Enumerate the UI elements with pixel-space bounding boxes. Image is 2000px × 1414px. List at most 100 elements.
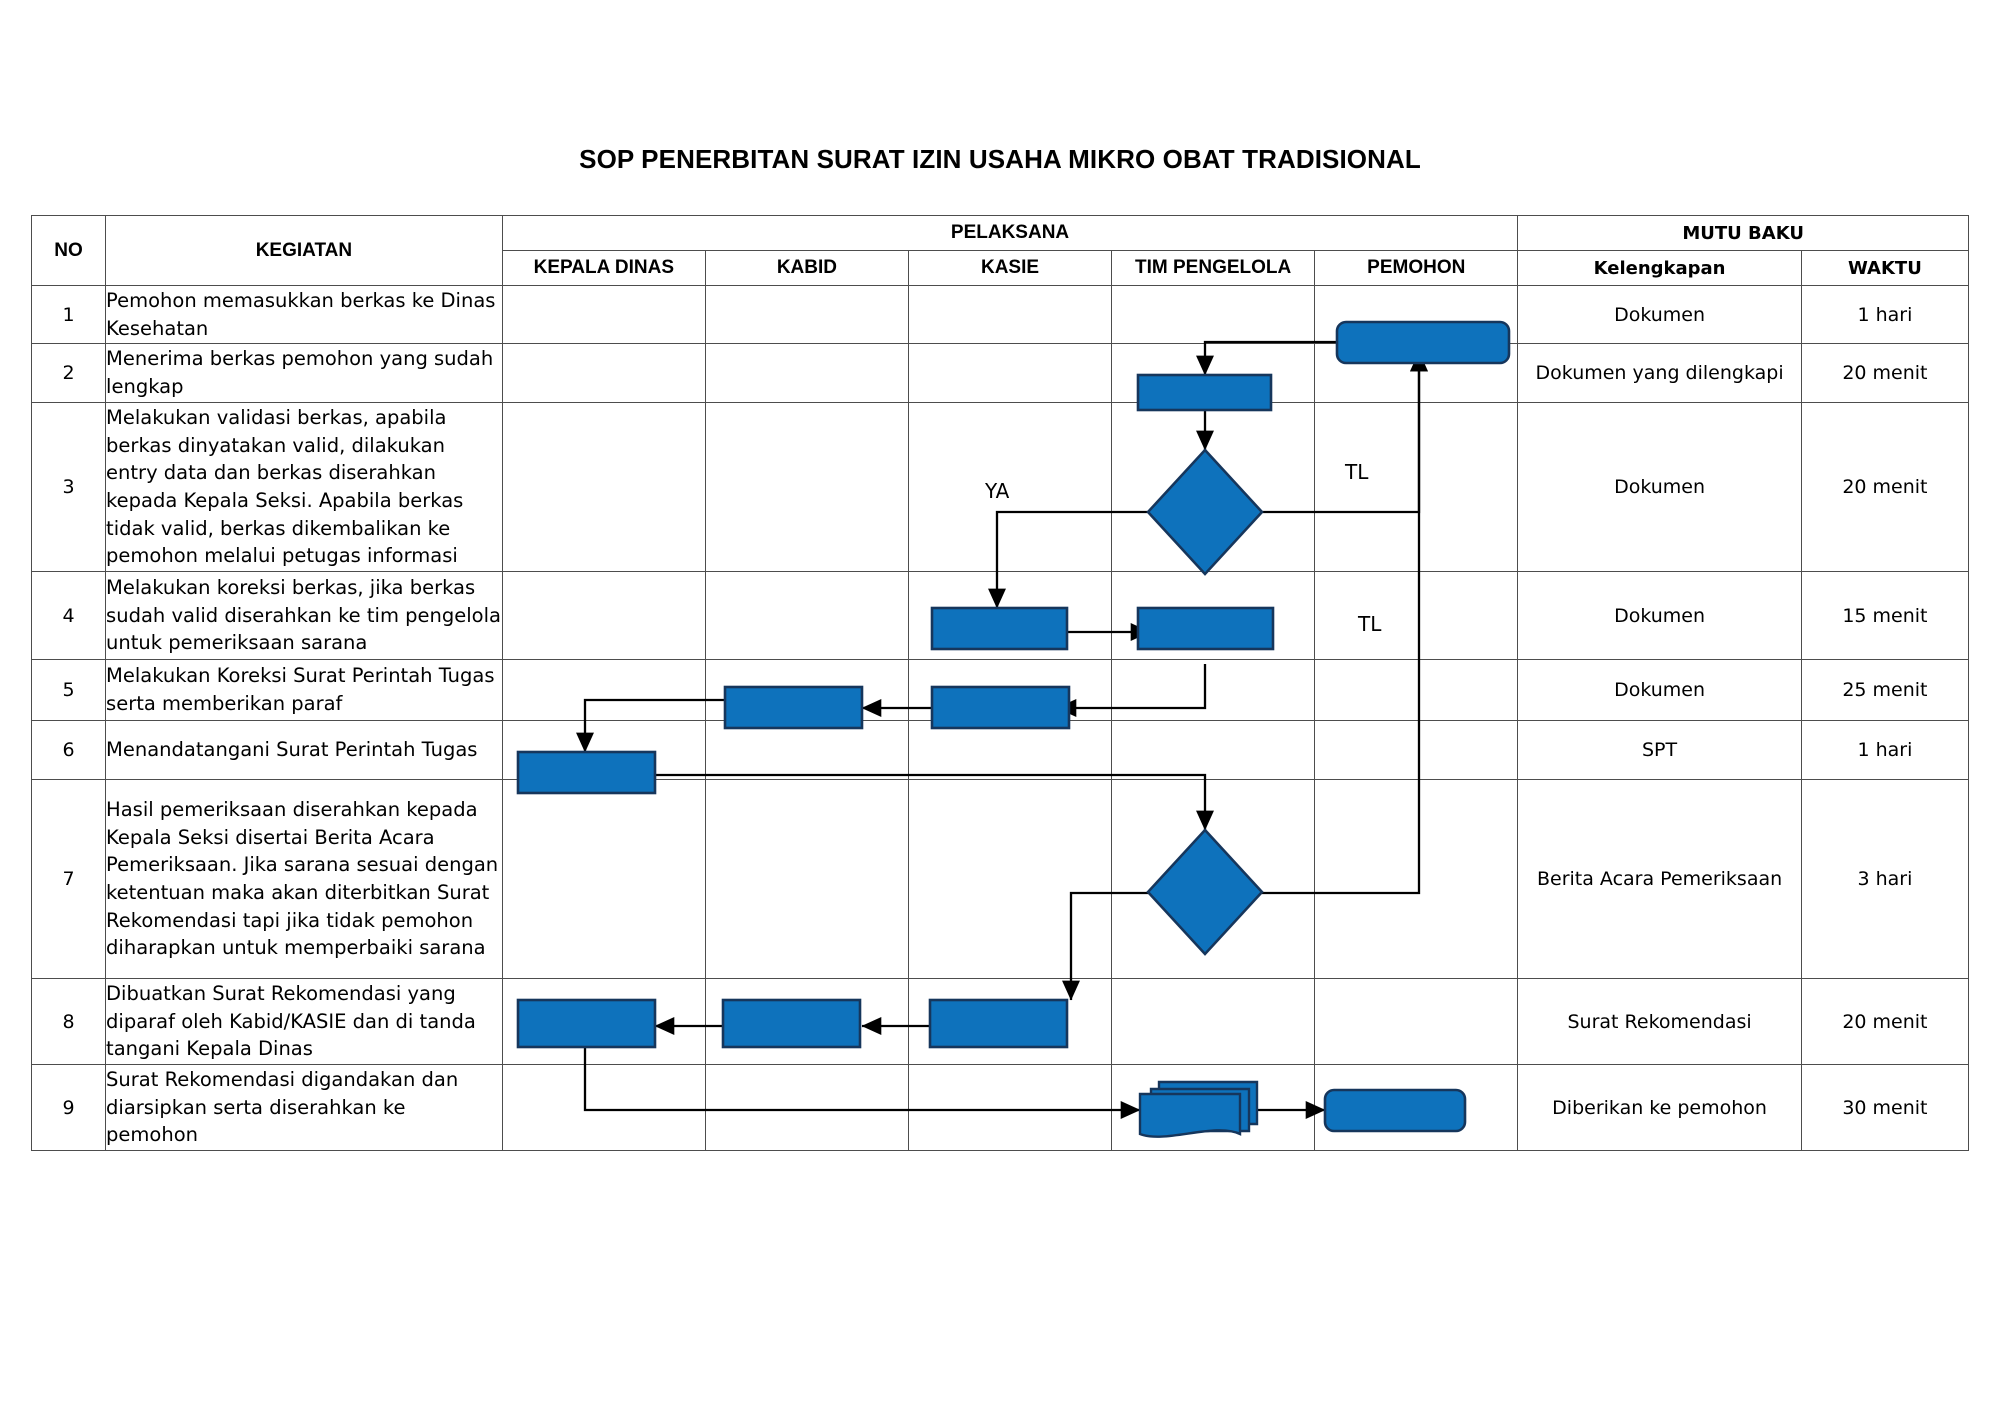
row-kegiatan: Melakukan koreksi berkas, jika berkas su…: [105, 571, 503, 660]
row-kegiatan: Menandatangani Surat Perintah Tugas: [105, 720, 503, 780]
table-row: 5 Melakukan Koreksi Surat Perintah Tugas…: [30, 659, 1970, 721]
row-no: 1: [30, 285, 107, 344]
row-waktu: 20 menit: [1800, 978, 1970, 1065]
row-waktu: 25 menit: [1800, 659, 1970, 721]
lane-cell-kepala-dinas: [501, 779, 706, 979]
table-row: 6 Menandatangani Surat Perintah Tugas SP…: [30, 720, 1970, 780]
row-no: 4: [30, 571, 107, 660]
lane-cell-tim-pengelola: [1111, 402, 1316, 572]
lane-cell-kabid: [704, 402, 909, 572]
lane-cell-kasie: [907, 1064, 1113, 1151]
row-kelengkapan: Dokumen: [1517, 659, 1802, 721]
table-row: 8 Dibuatkan Surat Rekomendasi yang dipar…: [30, 978, 1970, 1065]
lane-cell-kabid: [704, 571, 909, 660]
lane-cell-pemohon: [1314, 1064, 1519, 1151]
header-lane-pemohon: PEMOHON: [1314, 250, 1519, 286]
lane-cell-pemohon: [1314, 978, 1519, 1065]
row-no: 3: [30, 402, 107, 572]
lane-cell-pemohon: [1314, 402, 1519, 572]
row-kegiatan: Hasil pemeriksaan diserahkan kepada Kepa…: [105, 779, 503, 979]
header-lane-kabid: KABID: [704, 250, 909, 286]
header-lane-kasie: KASIE: [907, 250, 1113, 286]
lane-cell-kabid: [704, 659, 909, 721]
lane-cell-kasie: [907, 659, 1113, 721]
branch-label-tl-r4: TL: [1358, 612, 1382, 636]
lane-cell-pemohon: [1314, 720, 1519, 780]
row-kegiatan: Melakukan Koreksi Surat Perintah Tugas s…: [105, 659, 503, 721]
header-waktu: WAKTU: [1800, 250, 1970, 286]
lane-cell-kasie: [907, 978, 1113, 1065]
row-kelengkapan: SPT: [1517, 720, 1802, 780]
lane-cell-kasie: [907, 343, 1113, 403]
row-waktu: 3 hari: [1800, 779, 1970, 979]
row-no: 7: [30, 779, 107, 979]
row-no: 8: [30, 978, 107, 1065]
lane-cell-kasie: [907, 285, 1113, 344]
lane-cell-tim-pengelola: [1111, 571, 1316, 660]
lane-cell-pemohon: [1314, 571, 1519, 660]
lane-cell-tim-pengelola: [1111, 1064, 1316, 1151]
header-no: NO: [30, 215, 107, 286]
lane-cell-tim-pengelola: [1111, 659, 1316, 721]
lane-cell-kepala-dinas: [501, 402, 706, 572]
row-kegiatan: Menerima berkas pemohon yang sudah lengk…: [105, 343, 503, 403]
lane-cell-pemohon: [1314, 343, 1519, 403]
row-no: 6: [30, 720, 107, 780]
row-waktu: 30 menit: [1800, 1064, 1970, 1151]
lane-cell-kasie: [907, 779, 1113, 979]
lane-cell-kasie: [907, 720, 1113, 780]
lane-cell-kepala-dinas: [501, 659, 706, 721]
row-no: 2: [30, 343, 107, 403]
branch-label-tl-r3: TL: [1345, 460, 1369, 484]
header-kelengkapan: Kelengkapan: [1517, 250, 1802, 286]
lane-cell-kabid: [704, 779, 909, 979]
lane-cell-tim-pengelola: [1111, 285, 1316, 344]
lane-cell-tim-pengelola: [1111, 720, 1316, 780]
lane-cell-kepala-dinas: [501, 343, 706, 403]
branch-label-ya: YA: [985, 479, 1010, 503]
table-row: 4 Melakukan koreksi berkas, jika berkas …: [30, 571, 1970, 660]
row-kelengkapan: Berita Acara Pemeriksaan: [1517, 779, 1802, 979]
table-header-row-1: NO KEGIATAN PELAKSANA MUTU BAKU: [30, 215, 1969, 286]
lane-cell-tim-pengelola: [1111, 779, 1316, 979]
table-row: 7 Hasil pemeriksaan diserahkan kepada Ke…: [30, 779, 1970, 979]
row-waktu: 1 hari: [1800, 720, 1970, 780]
row-waktu: 20 menit: [1800, 402, 1970, 572]
row-waktu: 20 menit: [1800, 343, 1970, 403]
lane-cell-kabid: [704, 978, 909, 1065]
sop-table: NO KEGIATAN PELAKSANA MUTU BAKU KEPALA D…: [30, 215, 1970, 1151]
header-lane-tim-pengelola: TIM PENGELOLA: [1111, 250, 1316, 286]
row-kelengkapan: Dokumen: [1517, 285, 1802, 344]
row-waktu: 15 menit: [1800, 571, 1970, 660]
lane-cell-kabid: [704, 343, 909, 403]
header-lane-kepala-dinas: KEPALA DINAS: [501, 250, 706, 286]
lane-cell-kabid: [704, 1064, 909, 1151]
table-row: 3 Melakukan validasi berkas, apabila ber…: [30, 402, 1970, 572]
row-kegiatan: Melakukan validasi berkas, apabila berka…: [105, 402, 503, 572]
lane-cell-tim-pengelola: [1111, 343, 1316, 403]
row-kegiatan: Pemohon memasukkan berkas ke Dinas Keseh…: [105, 285, 503, 344]
lane-cell-pemohon: [1314, 659, 1519, 721]
table-row: 9 Surat Rekomendasi digandakan dan diars…: [30, 1064, 1970, 1151]
table-header-row-2: KEPALA DINAS KABID KASIE TIM PENGELOLA P…: [32, 250, 1970, 286]
lane-cell-kepala-dinas: [501, 978, 706, 1065]
row-kegiatan: Surat Rekomendasi digandakan dan diarsip…: [105, 1064, 503, 1151]
lane-cell-kasie: [907, 402, 1113, 572]
table-row: 1 Pemohon memasukkan berkas ke Dinas Kes…: [30, 285, 1970, 344]
row-kelengkapan: Dokumen: [1517, 571, 1802, 660]
row-kelengkapan: Dokumen: [1517, 402, 1802, 572]
page-title: SOP PENERBITAN SURAT IZIN USAHA MIKRO OB…: [579, 144, 1421, 174]
lane-cell-kepala-dinas: [501, 720, 706, 780]
row-waktu: 1 hari: [1800, 285, 1970, 344]
lane-cell-tim-pengelola: [1111, 978, 1316, 1065]
lane-cell-pemohon: [1314, 779, 1519, 979]
row-kegiatan: Dibuatkan Surat Rekomendasi yang diparaf…: [105, 978, 503, 1065]
row-no: 5: [30, 659, 107, 721]
lane-cell-kabid: [704, 285, 909, 344]
row-no: 9: [30, 1064, 107, 1151]
row-kelengkapan: Surat Rekomendasi: [1517, 978, 1802, 1065]
header-pelaksana: PELAKSANA: [501, 215, 1519, 251]
lane-cell-kepala-dinas: [501, 285, 706, 344]
header-mutu-baku: MUTU BAKU: [1517, 215, 1969, 251]
